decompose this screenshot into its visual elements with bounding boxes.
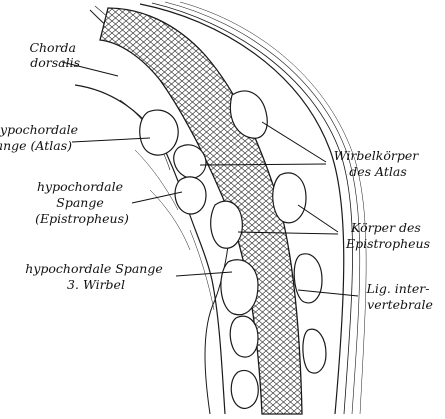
leader-wirbelkoerper-atlas-1 <box>262 122 326 162</box>
leader-hypochordale-epistropheus <box>132 192 182 203</box>
label-wirbelkoerper-atlas: Wirbelkörper des Atlas <box>334 148 422 179</box>
label-hypochordale-atlas: hypochordale Spange (Atlas) <box>0 122 82 153</box>
koerper-epistropheus-block <box>273 173 306 223</box>
label-hypochordale-3-wirbel: hypochordale Spange 3. Wirbel <box>25 261 166 292</box>
chorda-dorsalis-column <box>100 8 302 414</box>
label-koerper-epistropheus: Körper des Epistropheus <box>345 220 430 251</box>
leader-hypochordale-atlas <box>72 138 150 142</box>
label-chorda-dorsalis: Chorda dorsalis <box>29 40 80 70</box>
label-lig-intervertebrale: Lig. inter- vertebrale <box>366 281 434 312</box>
hypochordale-atlas-block <box>140 110 178 155</box>
epistropheus-block <box>211 201 243 248</box>
label-hypochordale-epistropheus: hypochordale Spange (Epistropheus) <box>35 179 129 226</box>
hypochordale-epistropheus-block <box>175 177 206 214</box>
lower-block-bottom-right <box>303 329 326 373</box>
hypochordale-3-wirbel-block <box>221 260 258 315</box>
wirbelkoerper-atlas-block-2 <box>174 145 206 178</box>
lower-block-left <box>230 316 258 357</box>
lower-block-bottom-left <box>231 370 258 408</box>
lower-block-right <box>294 254 322 303</box>
leader-koerper-epistropheus-1 <box>298 205 338 232</box>
